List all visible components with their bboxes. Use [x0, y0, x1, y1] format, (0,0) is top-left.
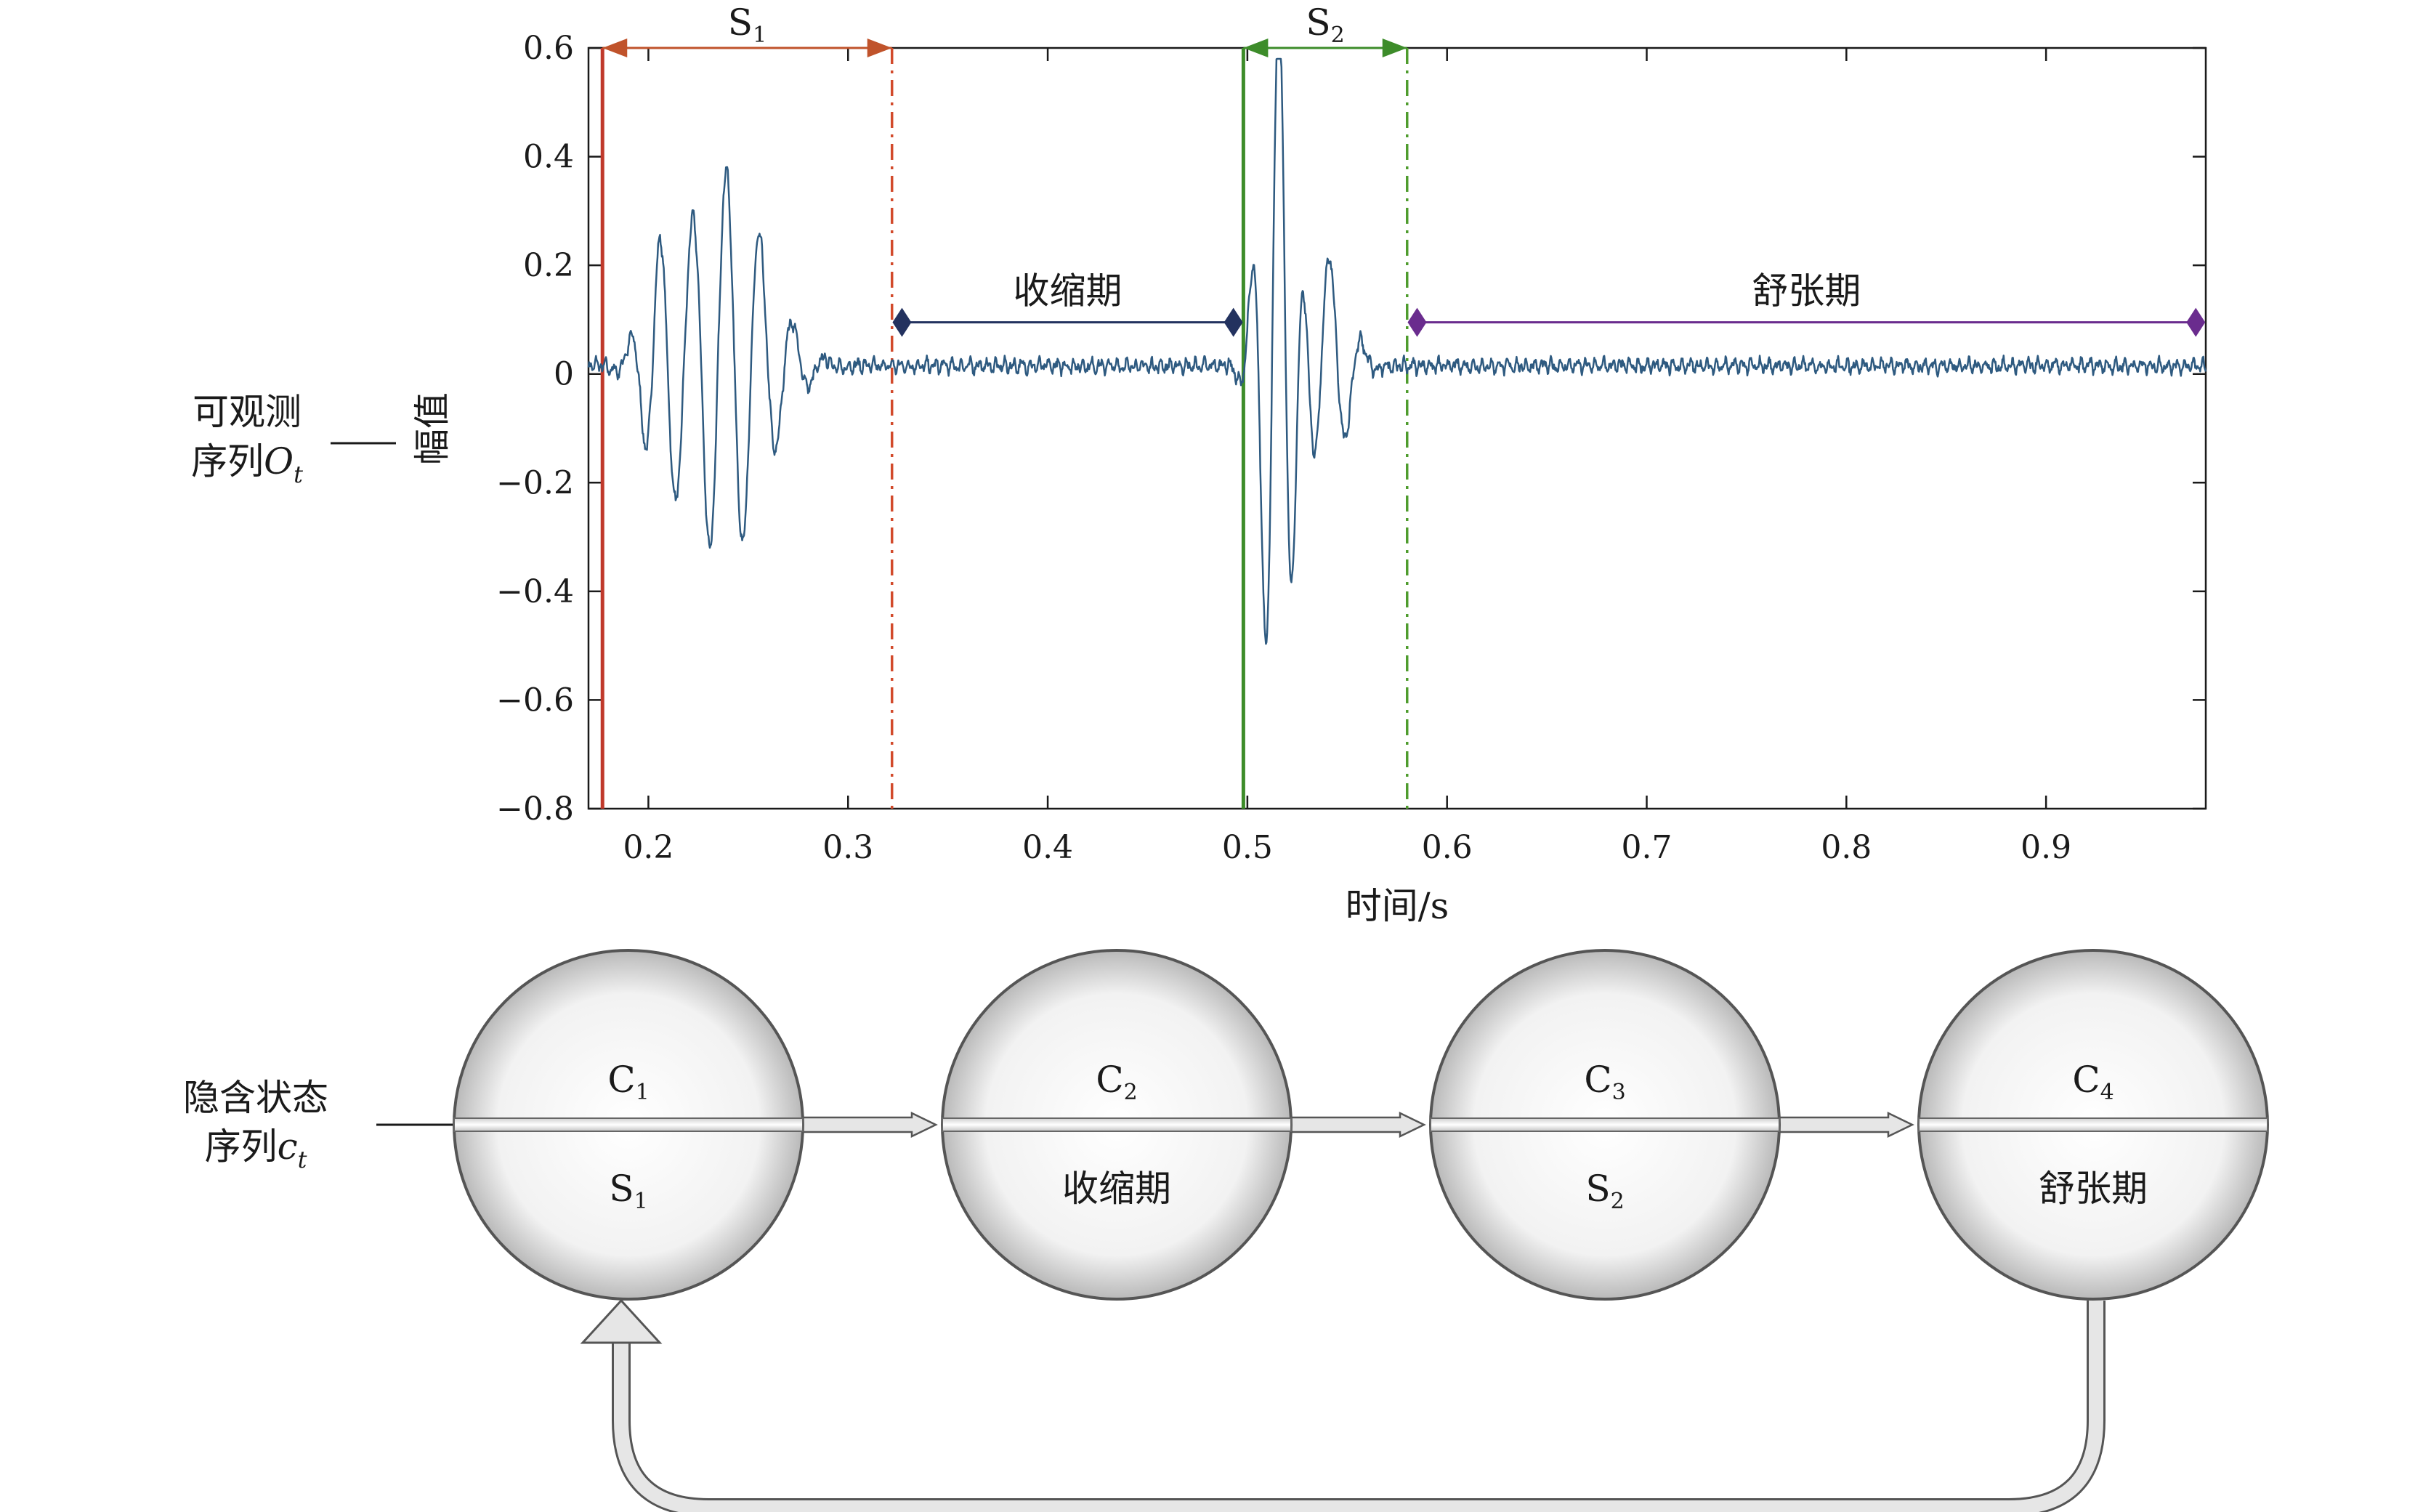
interval-arrowhead-left — [1243, 39, 1269, 57]
signal-line — [587, 57, 2207, 645]
x-tick-label: 0.5 — [1222, 829, 1273, 866]
plot-frame — [587, 47, 2207, 810]
signal-trace — [587, 57, 2207, 645]
hidden-label-line2: 序列ct — [205, 1125, 307, 1173]
y-tick-label: 0 — [554, 356, 574, 393]
state-name: C3 — [1584, 1059, 1625, 1105]
segment-markers — [600, 48, 1409, 809]
y-tick-label: −0.2 — [496, 464, 574, 501]
interval-label: S1 — [728, 1, 766, 48]
x-tick-label: 0.4 — [1022, 829, 1073, 866]
interval-arrowhead-right — [1382, 39, 1407, 57]
y-tick-label: 0.4 — [523, 139, 574, 176]
axis-ticks: 0.2 0.3 0.4 0.5 0.6 0.7 0.8 0.9 0.6 0.4 0.2 0 −0.2 −0… — [496, 30, 2206, 866]
interval-diamond-marker — [892, 307, 912, 337]
y-tick-label: −0.6 — [496, 682, 574, 719]
hidden-state-diagram: 隐含状态 序列ct C1 S1 C2 — [183, 949, 2269, 1512]
state-name: C1 — [607, 1059, 649, 1105]
y-tick-label: −0.4 — [496, 573, 574, 610]
state-phase: S1 — [609, 1168, 647, 1214]
interval-label: 舒张期 — [1752, 270, 1861, 312]
observable-sequence-label: 可观测 序列Ot — [191, 391, 396, 488]
state-transitions — [800, 1112, 1914, 1138]
plot-area-border — [587, 47, 2207, 810]
state-phase: 舒张期 — [2039, 1168, 2148, 1210]
hidden-sequence-label: 隐含状态 序列ct — [183, 1077, 456, 1173]
y-axis-label: 幅值 — [411, 392, 453, 465]
state-name: C2 — [1096, 1059, 1137, 1105]
y-tick-label: 0.2 — [523, 247, 574, 284]
state-divider-rod — [453, 1117, 804, 1132]
observable-label-line1: 可观测 — [193, 391, 302, 433]
state-divider-rod — [1430, 1117, 1780, 1132]
feedback-arrow-head — [580, 1298, 663, 1344]
state-phase: S2 — [1585, 1168, 1624, 1214]
state-phase: 收缩期 — [1062, 1168, 1171, 1210]
interval-diamond-marker — [2186, 307, 2206, 337]
observable-label-line2: 序列Ot — [191, 440, 303, 488]
feedback-arrow-body — [614, 1301, 2103, 1512]
interval-label: 收缩期 — [1014, 270, 1123, 312]
feedback-arrow-outline — [612, 1301, 2106, 1512]
signal-chart: 0.2 0.3 0.4 0.5 0.6 0.7 0.8 0.9 0.6 0.4 0.2 0 −0.2 −0… — [411, 1, 2207, 927]
state-node-c3: C3 S2 — [1429, 949, 1781, 1301]
transition-arrow-3-4 — [1776, 1112, 1914, 1138]
interval-annotations: S1 S2 收缩期 舒张期 — [602, 1, 2206, 337]
x-tick-label: 0.6 — [1422, 829, 1473, 866]
interval-arrowhead-right — [867, 39, 892, 57]
interval-diamond-marker — [1223, 307, 1243, 337]
y-tick-label: 0.6 — [523, 30, 574, 67]
x-tick-label: 0.9 — [2021, 829, 2071, 866]
hidden-label-line1: 隐含状态 — [183, 1077, 328, 1119]
x-tick-label: 0.3 — [822, 829, 873, 866]
transition-arrow-2-3 — [1288, 1112, 1426, 1138]
transition-arrow-1-2 — [800, 1112, 938, 1138]
interval-diamond-marker — [1407, 307, 1427, 337]
state-divider-rod — [942, 1117, 1292, 1132]
feedback-arrow — [580, 1298, 2106, 1512]
state-node-c4: C4 舒张期 — [1917, 949, 2269, 1301]
interval-arrowhead-left — [602, 39, 628, 57]
y-tick-label: −0.8 — [496, 791, 574, 828]
x-axis-label: 时间/s — [1346, 885, 1449, 927]
state-node-c2: C2 收缩期 — [941, 949, 1293, 1301]
interval-label: S2 — [1306, 1, 1344, 48]
state-name: C4 — [2072, 1059, 2114, 1105]
x-tick-label: 0.7 — [1622, 829, 1672, 866]
x-tick-label: 0.8 — [1821, 829, 1872, 866]
x-tick-label: 0.2 — [623, 829, 674, 866]
state-node-c1: C1 S1 — [453, 949, 804, 1301]
state-divider-rod — [1918, 1117, 2268, 1132]
